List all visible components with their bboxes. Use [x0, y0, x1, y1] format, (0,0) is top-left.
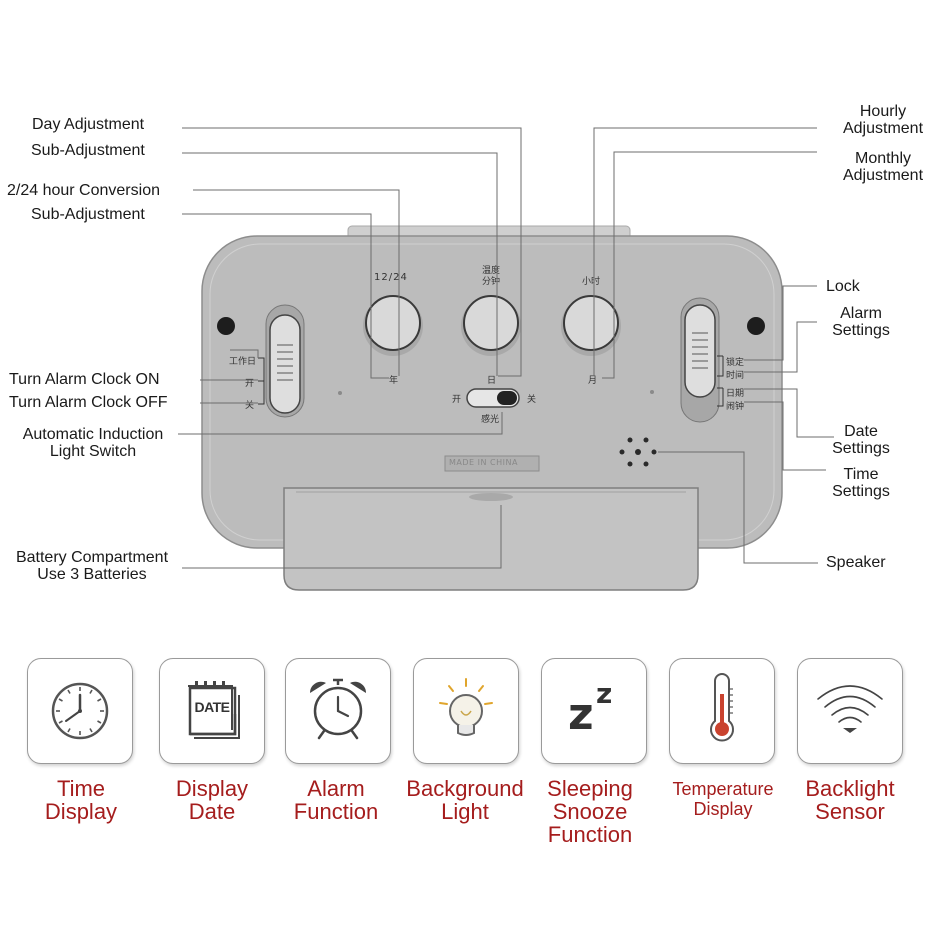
- right-switch-label-2: 时间: [726, 371, 745, 381]
- thermometer-icon: [710, 673, 734, 742]
- callout-day-adjustment: Day Adjustment: [32, 116, 145, 133]
- btn1-bottom-label: 年: [389, 376, 399, 386]
- feature-tile-background-light: [413, 658, 519, 764]
- caption-time-line1: Time: [56, 776, 106, 801]
- caption-sleeping-snooze: Sleeping Snooze Function: [528, 777, 652, 846]
- btn3-bottom-label: 月: [588, 376, 598, 386]
- callout-date-settings: Date Settings: [822, 423, 900, 457]
- caption-backlight-sensor: Backlight Sensor: [788, 777, 912, 823]
- callout-sub-adjustment-2: Sub-Adjustment: [31, 206, 145, 223]
- caption-date-line2: Date: [188, 799, 236, 824]
- callout-alarm-settings-line2: Settings: [832, 322, 890, 339]
- caption-time-line2: Display: [44, 799, 118, 824]
- callout-hourly-line1: Hourly: [859, 103, 907, 120]
- made-in-china-plate: MADE IN CHINA: [449, 458, 518, 467]
- slider-left-label: 开: [452, 395, 462, 405]
- button-minute: [463, 295, 519, 351]
- caption-alarm-line2: Function: [293, 799, 379, 824]
- callout-monthly-line1: Monthly: [854, 150, 912, 167]
- left-switch-label-2: 开: [245, 379, 255, 389]
- feature-tile-backlight-sensor: [797, 658, 903, 764]
- callout-battery-line2: Use 3 Batteries: [37, 566, 147, 583]
- right-switch-label-3: 日期: [726, 389, 745, 399]
- caption-snooze-line3: Function: [547, 822, 633, 847]
- callout-light-switch: Automatic Induction Light Switch: [9, 426, 177, 460]
- left-switch-label-1: 工作日: [229, 357, 257, 367]
- callout-alarm-settings-line1: Alarm: [840, 305, 882, 322]
- btn3-top-label: 小时: [582, 277, 601, 287]
- wifi-sensor-icon: [817, 685, 883, 733]
- callout-alarm-off: Turn Alarm Clock OFF: [9, 394, 168, 411]
- callout-date-settings-line1: Date: [844, 423, 878, 440]
- clock-icon: [51, 682, 109, 740]
- alarm-clock-icon: [309, 678, 367, 740]
- callout-time-settings-line2: Settings: [832, 483, 890, 500]
- callout-lock: Lock: [826, 278, 860, 295]
- screw-hole-right: [747, 317, 765, 335]
- speaker-grille: [619, 437, 657, 467]
- callout-battery-line1: Battery Compartment: [15, 549, 169, 566]
- callout-hour-conversion: 2/24 hour Conversion: [7, 182, 160, 199]
- callout-sub-adjustment-1: Sub-Adjustment: [31, 142, 145, 159]
- btn2-top-label-2: 分钟: [482, 277, 501, 287]
- date-calendar-icon: [188, 681, 240, 739]
- callout-monthly-adjustment: Monthly Adjustment: [822, 150, 944, 184]
- btn1-top-label: 12/24: [374, 272, 408, 283]
- caption-alarm-function: Alarm Function: [274, 777, 398, 823]
- alarm-slide-switch: [269, 314, 301, 414]
- callout-light-switch-line1: Automatic Induction: [22, 426, 164, 443]
- callout-speaker: Speaker: [826, 554, 886, 571]
- button-12-24: [365, 295, 421, 351]
- feature-tile-time-display: [27, 658, 133, 764]
- button-hour: [563, 295, 619, 351]
- callout-date-settings-line2: Settings: [832, 440, 890, 457]
- right-switch-label-4: 闹钟: [726, 402, 745, 412]
- snooze-z-large: z: [568, 689, 594, 740]
- caption-alarm-line1: Alarm: [307, 776, 365, 801]
- callout-battery: Battery Compartment Use 3 Batteries: [4, 549, 180, 583]
- caption-temperature-display: Temperature Display: [656, 779, 790, 819]
- snooze-z-small: z: [596, 677, 613, 710]
- feature-tile-sleeping-snooze: z z: [541, 658, 647, 764]
- feature-tile-temperature-display: [669, 658, 775, 764]
- caption-sensor-line1: Backlight: [805, 776, 895, 801]
- caption-light-line2: Light: [441, 799, 489, 824]
- date-icon-text: DATE: [194, 699, 230, 715]
- light-bulb-icon: [439, 678, 493, 736]
- caption-date-line1: Display: [175, 776, 249, 801]
- snooze-zz-icon: z z: [542, 659, 646, 763]
- screw-hole-left: [217, 317, 235, 335]
- callout-monthly-line2: Adjustment: [842, 167, 924, 184]
- caption-snooze-line2: Snooze: [552, 799, 628, 824]
- callout-alarm-on: Turn Alarm Clock ON: [9, 371, 160, 388]
- callout-hourly-adjustment: Hourly Adjustment: [822, 103, 944, 137]
- caption-light-line1: Background: [406, 776, 524, 801]
- callout-light-switch-line2: Light Switch: [49, 443, 137, 460]
- caption-sensor-line2: Sensor: [815, 799, 885, 824]
- caption-background-light: Background Light: [396, 777, 534, 823]
- battery-cover: [283, 487, 699, 591]
- feature-tile-display-date: DATE: [159, 658, 265, 764]
- caption-time-display: Time Display: [19, 777, 143, 823]
- feature-tile-alarm-function: [285, 658, 391, 764]
- caption-temp-line1: Temperature: [672, 779, 774, 799]
- callout-alarm-settings: Alarm Settings: [822, 305, 900, 339]
- caption-temp-line2: Display: [693, 799, 753, 819]
- caption-display-date: Display Date: [150, 777, 274, 823]
- btn2-bottom-label: 日: [487, 376, 497, 386]
- callout-time-settings: Time Settings: [822, 466, 900, 500]
- mode-slide-switch: [684, 304, 716, 398]
- clock-back-illustration: [201, 225, 783, 591]
- btn2-top-label-1: 温度: [482, 266, 501, 276]
- right-switch-label-1: 锁定: [726, 358, 745, 368]
- slider-label: 感光: [481, 415, 500, 425]
- caption-snooze-line1: Sleeping: [547, 776, 633, 801]
- callout-time-settings-line1: Time: [843, 466, 879, 483]
- callout-leader-lines: [178, 127, 834, 569]
- callout-hourly-line2: Adjustment: [842, 120, 924, 137]
- slider-right-label: 关: [527, 395, 537, 405]
- left-switch-label-3: 关: [245, 401, 255, 411]
